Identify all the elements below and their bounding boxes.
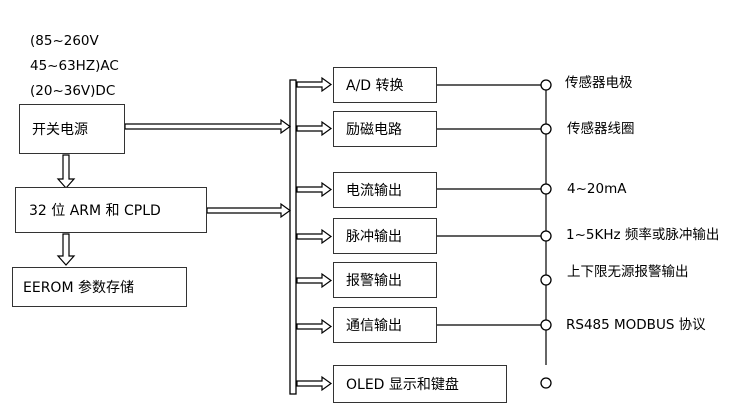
output-label-ad: 传感器电极 <box>565 75 633 91</box>
module-label: 脉冲输出 <box>346 229 402 245</box>
terminal-pulse <box>540 230 552 242</box>
arrow-cpu-to-eeprom <box>56 233 76 266</box>
output-label-alarm: 上下限无源报警输出 <box>567 264 689 280</box>
power-spec-line1: (85~260V <box>30 33 99 49</box>
cpu-block: 32 位 ARM 和 CPLD <box>15 187 207 233</box>
module-excitation: 励磁电路 <box>333 111 437 147</box>
power-spec-line3: (20~36V)DC <box>30 83 116 99</box>
bus-bar <box>289 79 297 395</box>
module-label: A/D 转换 <box>346 78 404 94</box>
output-label-excitation: 传感器线圈 <box>567 121 635 137</box>
arrow-bus-to-current <box>296 181 333 198</box>
arrow-bus-to-oled <box>296 375 333 392</box>
cpu-label: 32 位 ARM 和 CPLD <box>29 203 161 219</box>
eeprom-label: EEROM 参数存储 <box>23 280 134 296</box>
power-supply-label: 开关电源 <box>32 122 88 138</box>
output-label-comm: RS485 MODBUS 协议 <box>566 317 706 333</box>
arrow-power-to-cpu <box>56 154 76 189</box>
terminal-ad <box>540 79 552 91</box>
arrow-bus-to-excitation <box>296 120 333 137</box>
module-oled-keyboard: OLED 显示和键盘 <box>333 365 507 403</box>
arrow-bus-to-comm <box>296 318 333 335</box>
power-supply-block: 开关电源 <box>19 104 125 154</box>
terminal-alarm <box>540 274 552 286</box>
module-label: 通信输出 <box>346 318 402 334</box>
eeprom-block: EEROM 参数存储 <box>12 267 187 307</box>
terminal-excitation <box>540 123 552 135</box>
arrow-bus-to-ad <box>296 76 333 93</box>
module-label: 励磁电路 <box>346 122 402 138</box>
arrow-bus-to-pulse <box>296 228 333 245</box>
arrow-power-to-bus <box>124 118 292 135</box>
power-spec-line2: 45~63HZ)AC <box>30 58 119 74</box>
arrow-cpu-to-bus <box>206 202 292 219</box>
module-alarm-output: 报警输出 <box>333 262 437 298</box>
module-label: 报警输出 <box>346 273 402 289</box>
arrow-bus-to-alarm <box>296 272 333 289</box>
module-current-output: 电流输出 <box>333 172 437 208</box>
module-label: 电流输出 <box>346 183 402 199</box>
module-comm-output: 通信输出 <box>333 307 437 343</box>
module-label: OLED 显示和键盘 <box>346 377 459 393</box>
terminal-current <box>540 183 552 195</box>
output-label-pulse: 1~5KHz 频率或脉冲输出 <box>566 227 720 243</box>
output-label-current: 4~20mA <box>567 181 627 197</box>
terminal-oled <box>540 377 552 389</box>
module-ad: A/D 转换 <box>333 67 437 103</box>
terminal-comm <box>540 319 552 331</box>
module-pulse-output: 脉冲输出 <box>333 218 437 254</box>
